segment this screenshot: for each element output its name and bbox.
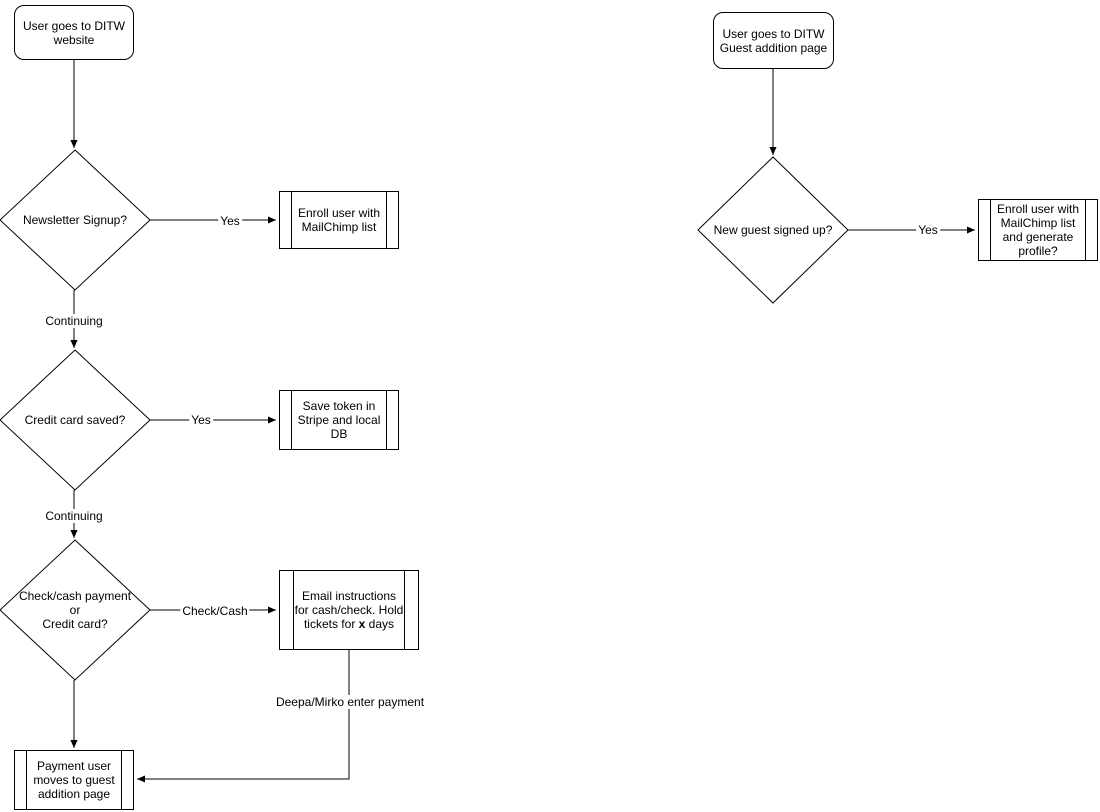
process-side-bar-left — [291, 192, 292, 248]
start-node-guest-addition: User goes to DITW Guest addition page — [713, 12, 834, 69]
process-side-bar-left — [990, 200, 991, 260]
decision-payment-shape — [0, 539, 151, 681]
process-save-token-label: Save token in Stripe and local DB — [284, 399, 395, 441]
label-line: Enroll user with — [297, 206, 381, 220]
label-line: Enroll user with — [996, 202, 1080, 216]
label-line: for cash/check. Hold — [294, 603, 404, 617]
label-line: DB — [330, 427, 348, 441]
label-line: and generate — [1002, 230, 1074, 244]
edge-label-yes-newsletter: Yes — [218, 214, 242, 228]
process-enroll-mailchimp: Enroll user with MailChimp list — [279, 191, 399, 249]
start-node-ditw-website: User goes to DITW website — [14, 5, 134, 60]
label-segment: days — [365, 617, 395, 631]
label-line: moves to guest — [33, 773, 115, 787]
label-line: Email instructions — [301, 589, 397, 603]
label-line: User goes to DITW — [22, 18, 126, 33]
label-line: MailChimp list — [301, 220, 377, 234]
process-side-bar-right — [386, 391, 387, 449]
edge-deepa-line — [137, 650, 350, 783]
process-side-bar-right — [1085, 200, 1086, 260]
label-line: MailChimp list — [1000, 216, 1076, 230]
start-node-label: User goes to DITW website — [23, 19, 125, 47]
process-side-bar-right — [404, 571, 405, 649]
decision-newsletter-shape — [0, 149, 151, 291]
process-side-bar-right — [386, 192, 387, 248]
edge-label-deepa-mirko: Deepa/Mirko enter payment — [273, 695, 427, 709]
edge-label-continuing-1: Continuing — [43, 314, 105, 328]
label-segment: tickets for — [303, 617, 359, 631]
process-enroll-profile-label: Enroll user with MailChimp list and gene… — [983, 202, 1093, 258]
start-node-guest-label: User goes to DITW Guest addition page — [720, 27, 827, 55]
process-email-label: Email instructions for cash/check. Hold … — [281, 589, 418, 631]
process-side-bar-left — [293, 571, 294, 649]
label-line: tickets for x days — [295, 617, 404, 631]
label-line: Save token in — [302, 399, 376, 413]
decision-credit-card-shape — [0, 349, 151, 491]
label-line: Guest addition page — [719, 40, 828, 55]
process-payment-user-moves: Payment user moves to guest addition pag… — [14, 750, 134, 810]
edge-label-check-cash: Check/Cash — [180, 604, 250, 618]
edge-label-continuing-2: Continuing — [43, 509, 105, 523]
decision-new-guest-shape — [697, 156, 849, 304]
label-line: User goes to DITW — [722, 26, 825, 41]
process-enroll-label: Enroll user with MailChimp list — [284, 206, 394, 234]
label-line: addition page — [37, 787, 111, 801]
edge-label-yes-credit: Yes — [189, 413, 213, 427]
process-email-instructions: Email instructions for cash/check. Hold … — [279, 570, 419, 650]
label-line: website — [53, 32, 95, 47]
process-side-bar-right — [121, 751, 122, 809]
label-line: profile? — [1018, 244, 1058, 258]
process-side-bar-left — [291, 391, 292, 449]
process-enroll-generate-profile: Enroll user with MailChimp list and gene… — [978, 199, 1098, 261]
edge-label-yes-new-guest: Yes — [916, 223, 940, 237]
label-line: Payment user — [36, 759, 112, 773]
label-segment-bold: x — [358, 617, 366, 631]
process-side-bar-left — [26, 751, 27, 809]
process-payment-user-label: Payment user moves to guest addition pag… — [19, 759, 128, 801]
label-line: Stripe and local — [297, 413, 381, 427]
process-save-token: Save token in Stripe and local DB — [279, 390, 399, 450]
